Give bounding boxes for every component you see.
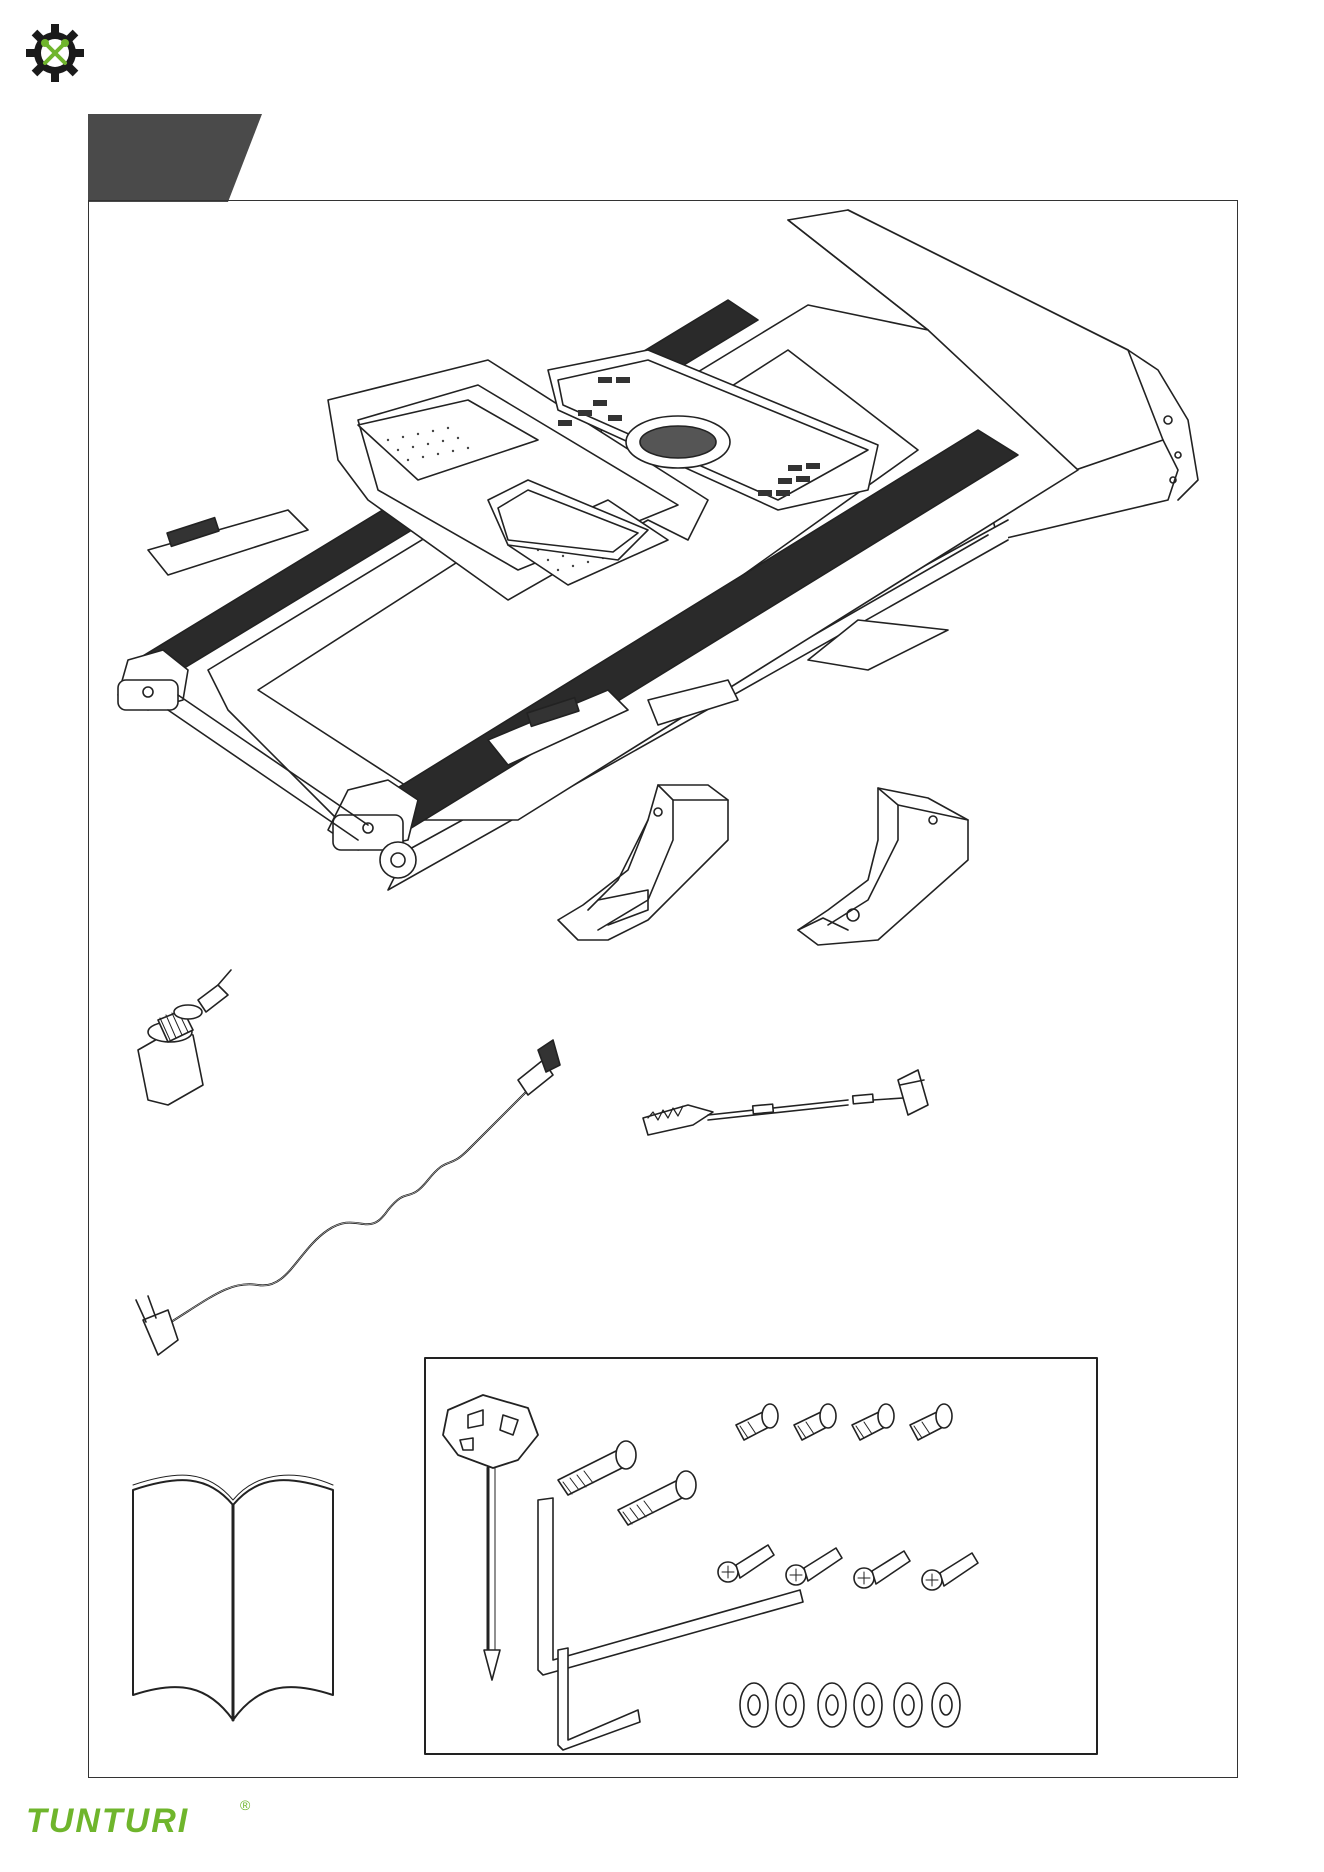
safety-key-clip xyxy=(643,1070,928,1135)
parts-illustration xyxy=(88,200,1238,1778)
gear-wrench-icon xyxy=(24,22,86,84)
section-tab-shape xyxy=(88,114,262,202)
left-upright-cover xyxy=(558,785,728,940)
washer xyxy=(854,1683,882,1727)
hardware-pack xyxy=(425,1358,1097,1754)
lubricant-bottle xyxy=(138,970,231,1105)
brand-name: TUNTURI xyxy=(26,1802,189,1840)
right-upright-cover xyxy=(798,788,968,945)
brand-logo: TUNTURI ® xyxy=(26,1792,266,1842)
owners-manual xyxy=(133,1475,333,1720)
section-tab xyxy=(88,114,262,202)
washer xyxy=(776,1683,804,1727)
washer xyxy=(932,1683,960,1727)
registered-mark: ® xyxy=(240,1797,251,1813)
washer xyxy=(740,1683,768,1727)
washer xyxy=(894,1683,922,1727)
washer xyxy=(818,1683,846,1727)
